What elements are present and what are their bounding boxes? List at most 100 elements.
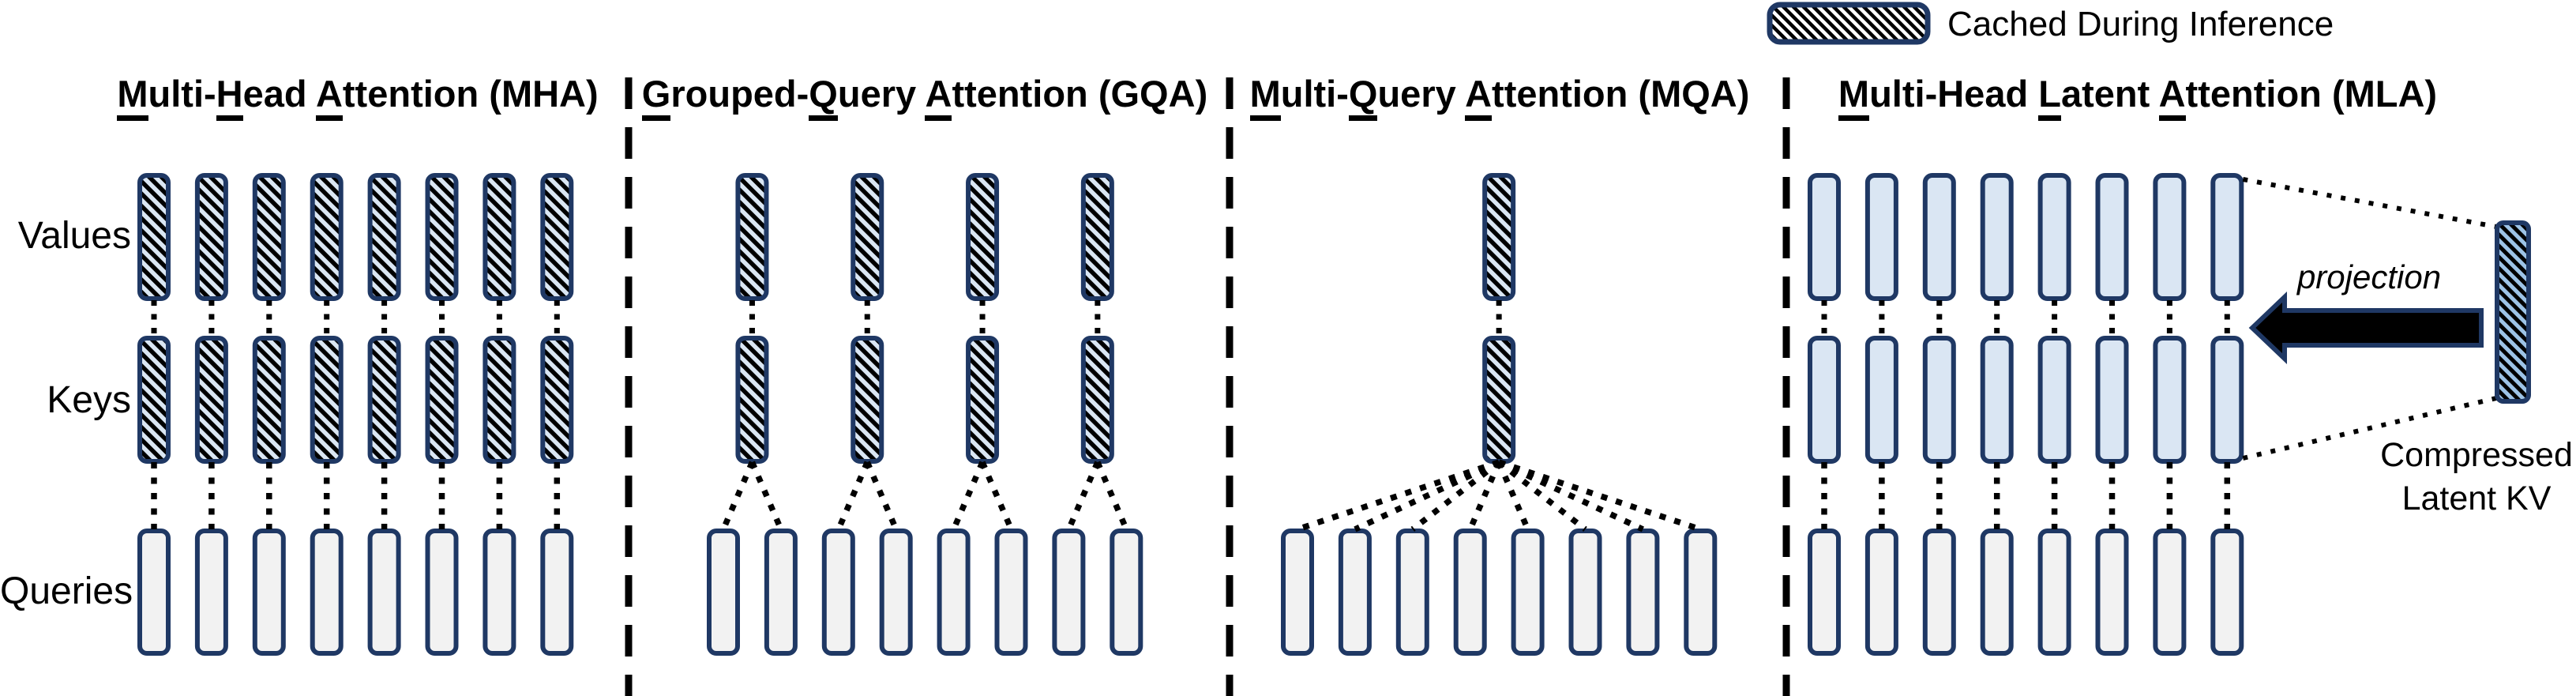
legend-label: Cached During Inference bbox=[1947, 5, 2334, 43]
row-label-keys: Keys bbox=[47, 379, 131, 421]
mqa-query-bar-0 bbox=[1281, 529, 1314, 656]
mqa-key-query-link-2 bbox=[1410, 460, 1501, 532]
row-label-queries: Queries bbox=[0, 570, 133, 612]
underlined-letter: A bbox=[925, 73, 952, 121]
mha-key-bar-4 bbox=[367, 336, 401, 464]
compressed-latent-kv-bar bbox=[2495, 220, 2531, 404]
mqa-query-bar-2 bbox=[1395, 529, 1429, 656]
mqa-query-bar-5 bbox=[1568, 529, 1602, 656]
gqa-key-bar-1 bbox=[851, 336, 884, 464]
mla-value-bar-7 bbox=[2210, 173, 2244, 301]
mla-key-bar-6 bbox=[2153, 336, 2187, 464]
mha-value-bar-3 bbox=[310, 173, 344, 301]
underlined-letter: Q bbox=[1348, 73, 1378, 121]
mha-key-bar-3 bbox=[310, 336, 344, 464]
panel-mqa bbox=[1281, 173, 1718, 656]
gqa-key-query-link-7 bbox=[1095, 461, 1129, 531]
gqa-query-bar-4 bbox=[937, 529, 971, 656]
mqa-query-bar-1 bbox=[1338, 529, 1372, 656]
mha-value-bar-7 bbox=[540, 173, 574, 301]
mha-query-bar-4 bbox=[367, 529, 401, 656]
mla-key-bar-0 bbox=[1808, 336, 1841, 464]
mla-key-bar-2 bbox=[1922, 336, 1956, 464]
mla-query-bar-6 bbox=[2153, 529, 2187, 656]
mqa-key-query-link-6 bbox=[1497, 459, 1644, 532]
mla-value-bar-4 bbox=[2037, 173, 2071, 301]
mha-query-bar-1 bbox=[194, 529, 228, 656]
gqa-key-query-link-2 bbox=[836, 461, 870, 531]
underlined-letter: M bbox=[1249, 73, 1281, 121]
mqa-key-query-link-7 bbox=[1497, 459, 1702, 532]
mla-value-bar-0 bbox=[1808, 173, 1841, 301]
mha-key-bar-6 bbox=[483, 336, 516, 464]
mha-query-bar-7 bbox=[540, 529, 574, 656]
underlined-letter: G bbox=[641, 73, 671, 121]
compressed-latent-kv-line2: Latent KV bbox=[2401, 480, 2552, 517]
panel-title-gqa: Grouped-Query Attention (GQA) bbox=[530, 70, 1320, 121]
projection-label: projection bbox=[2296, 258, 2442, 295]
panel-mha bbox=[137, 173, 574, 656]
gqa-query-bar-3 bbox=[879, 529, 913, 656]
underlined-letter: M bbox=[117, 73, 148, 121]
mha-query-bar-3 bbox=[310, 529, 344, 656]
gqa-key-bar-3 bbox=[1080, 336, 1114, 464]
underlined-letter: Q bbox=[809, 73, 838, 121]
gqa-value-bar-1 bbox=[851, 173, 884, 301]
mqa-key-query-link-4 bbox=[1496, 461, 1531, 531]
underlined-letter: L bbox=[2038, 73, 2061, 121]
gqa-key-query-link-4 bbox=[951, 461, 986, 531]
projection-arrow bbox=[2248, 292, 2484, 364]
mha-value-bar-6 bbox=[483, 173, 516, 301]
gqa-query-bar-7 bbox=[1110, 529, 1143, 656]
mla-latent-bottom-link bbox=[2242, 396, 2497, 461]
mha-query-bar-6 bbox=[483, 529, 516, 656]
gqa-key-bar-0 bbox=[735, 336, 769, 464]
mha-key-bar-5 bbox=[425, 336, 459, 464]
mqa-key-bar-0 bbox=[1482, 336, 1516, 464]
mla-latent-top-link bbox=[2242, 177, 2497, 229]
mha-value-bar-4 bbox=[367, 173, 401, 301]
mla-query-bar-2 bbox=[1922, 529, 1956, 656]
gqa-key-query-link-3 bbox=[864, 461, 899, 531]
mha-value-bar-1 bbox=[194, 173, 228, 301]
mha-key-bar-0 bbox=[137, 336, 171, 464]
mla-query-bar-3 bbox=[1980, 529, 2014, 656]
panel-title-mha: Multi-Head Attention (MHA) bbox=[0, 70, 753, 121]
mla-query-bar-0 bbox=[1808, 529, 1841, 656]
row-label-values: Values bbox=[17, 215, 131, 257]
mha-query-bar-5 bbox=[425, 529, 459, 656]
gqa-query-bar-6 bbox=[1052, 529, 1086, 656]
mqa-key-query-link-0 bbox=[1296, 459, 1500, 532]
panel-mla bbox=[1808, 173, 2531, 656]
mla-query-bar-1 bbox=[1864, 529, 1898, 656]
legend-cached-swatch bbox=[1767, 2, 1931, 45]
gqa-key-query-link-0 bbox=[720, 461, 755, 531]
compressed-latent-kv-label: Compressed Latent KV bbox=[2338, 434, 2576, 521]
mqa-key-query-link-5 bbox=[1496, 460, 1587, 532]
panel-title-mla: Multi-Head Latent Attention (MLA) bbox=[1743, 70, 2533, 121]
gqa-value-bar-0 bbox=[735, 173, 769, 301]
gqa-key-query-link-1 bbox=[749, 461, 784, 531]
mla-value-bar-1 bbox=[1864, 173, 1898, 301]
mqa-key-query-link-1 bbox=[1354, 459, 1500, 532]
mha-value-bar-5 bbox=[425, 173, 459, 301]
gqa-value-bar-2 bbox=[966, 173, 1000, 301]
mla-value-bar-2 bbox=[1922, 173, 1956, 301]
gqa-value-bar-3 bbox=[1080, 173, 1114, 301]
underlined-letter: A bbox=[1465, 73, 1493, 121]
mha-query-bar-2 bbox=[252, 529, 286, 656]
mqa-value-bar-0 bbox=[1482, 173, 1516, 301]
gqa-query-bar-1 bbox=[764, 529, 798, 656]
mla-query-bar-5 bbox=[2095, 529, 2129, 656]
mqa-query-bar-6 bbox=[1626, 529, 1660, 656]
gqa-query-bar-5 bbox=[994, 529, 1028, 656]
underlined-letter: A bbox=[315, 73, 343, 121]
mha-value-bar-0 bbox=[137, 173, 171, 301]
mla-key-bar-7 bbox=[2210, 336, 2244, 464]
mla-key-bar-1 bbox=[1864, 336, 1898, 464]
mla-query-bar-7 bbox=[2210, 529, 2244, 656]
compressed-latent-kv-line1: Compressed bbox=[2380, 436, 2573, 474]
gqa-query-bar-2 bbox=[821, 529, 855, 656]
